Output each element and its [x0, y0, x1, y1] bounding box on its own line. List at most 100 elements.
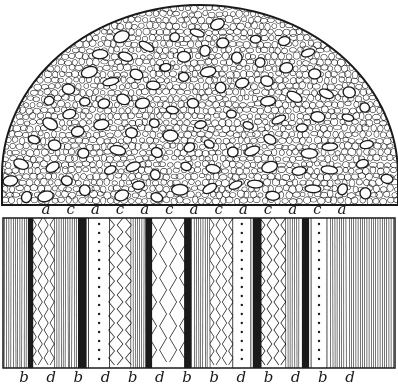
cell — [373, 154, 380, 160]
cell — [344, 174, 351, 180]
cell — [320, 125, 327, 132]
cell — [60, 29, 65, 35]
cell — [232, 174, 239, 181]
cell — [176, 174, 184, 180]
cell — [37, 113, 43, 118]
cell — [64, 36, 70, 41]
cell — [290, 35, 298, 41]
cell — [286, 11, 291, 17]
cell — [129, 90, 134, 97]
cell — [373, 72, 380, 77]
cell — [351, 174, 359, 179]
cell — [34, 149, 40, 156]
cell — [335, 10, 343, 17]
cell — [335, 65, 341, 72]
cell — [387, 16, 394, 23]
cell — [112, 181, 117, 185]
cell — [287, 150, 292, 156]
cell — [257, 108, 264, 114]
cell — [66, 30, 74, 35]
cell — [41, 138, 46, 145]
cell — [150, 113, 155, 119]
cell — [150, 17, 156, 22]
cell — [373, 60, 380, 65]
cell — [135, 17, 141, 22]
bottom-label: d — [345, 368, 355, 385]
cell — [114, 113, 121, 119]
cell — [237, 107, 242, 113]
cell — [331, 16, 337, 23]
cell — [164, 71, 170, 77]
cell — [30, 6, 37, 11]
cell — [16, 31, 24, 36]
cell — [56, 191, 61, 196]
cell — [395, 114, 398, 119]
cell — [373, 198, 379, 204]
cell — [142, 89, 149, 95]
cell — [26, 53, 33, 59]
cell — [189, 83, 194, 90]
cell — [82, 161, 90, 166]
cell — [320, 22, 326, 29]
cell — [376, 192, 383, 199]
cell — [24, 103, 29, 108]
cell — [201, 94, 209, 100]
cell — [97, 138, 105, 145]
cell — [394, 5, 398, 10]
cell — [14, 54, 20, 59]
cell — [350, 126, 356, 133]
cell — [252, 95, 257, 102]
cell — [307, 23, 315, 29]
cell — [343, 167, 348, 173]
cell — [374, 119, 380, 124]
cell — [159, 108, 166, 113]
cell — [210, 83, 215, 88]
cell — [9, 77, 15, 83]
cell — [3, 120, 8, 125]
cell — [6, 54, 11, 60]
cell — [31, 144, 38, 149]
cell — [388, 47, 395, 52]
cell — [9, 6, 15, 12]
cell — [166, 150, 173, 155]
cell — [75, 52, 83, 59]
cell — [0, 40, 4, 46]
cell — [236, 163, 243, 168]
band-fine — [194, 218, 210, 368]
cell — [349, 40, 356, 46]
cell — [177, 90, 185, 95]
bottom-label-row: bdbdbdbbdbdbd — [19, 368, 355, 385]
cell — [150, 70, 157, 77]
cell — [377, 52, 383, 58]
cell — [10, 143, 16, 148]
bottom-label: b — [264, 368, 274, 385]
cell — [324, 30, 331, 35]
cell — [296, 156, 303, 160]
cell — [39, 7, 44, 12]
cell — [308, 126, 313, 131]
cell — [299, 82, 305, 89]
cell — [92, 144, 100, 150]
cell — [11, 35, 16, 41]
cell — [107, 198, 114, 204]
cell — [265, 65, 272, 70]
cell — [261, 35, 268, 40]
cell — [89, 23, 96, 28]
cell — [79, 18, 85, 23]
cell — [376, 64, 384, 70]
cell — [62, 138, 69, 143]
cell — [189, 179, 195, 184]
cell — [76, 84, 81, 91]
cross-section — [0, 4, 398, 205]
cell — [16, 6, 23, 12]
cell — [262, 144, 267, 149]
cell — [215, 54, 221, 59]
cell — [101, 17, 107, 24]
cell — [82, 11, 90, 17]
cell — [110, 126, 117, 131]
cell — [136, 36, 141, 41]
cell — [260, 47, 268, 52]
top-label: c — [66, 200, 75, 218]
cell — [216, 107, 222, 112]
cell — [51, 46, 57, 52]
